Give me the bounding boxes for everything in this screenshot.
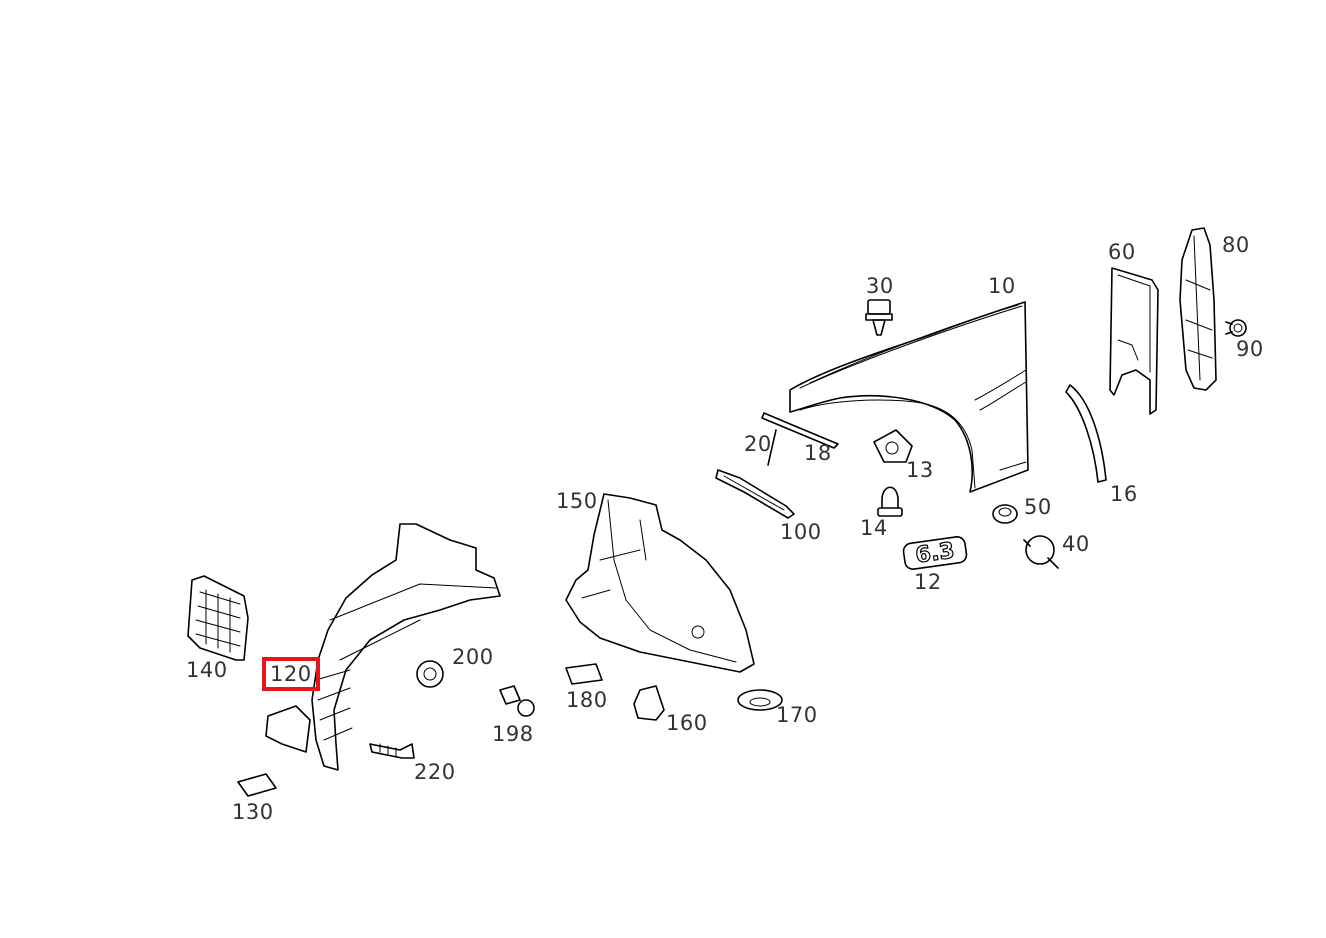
clip-part-130[interactable] [237, 773, 277, 797]
arch-trim-part-16[interactable] [1065, 384, 1107, 483]
callout-30[interactable]: 30 [866, 274, 894, 298]
callout-170[interactable]: 170 [776, 703, 818, 727]
callout-60[interactable]: 60 [1108, 240, 1136, 264]
grommet-part-50[interactable] [992, 504, 1018, 524]
liner-part-150[interactable] [565, 493, 755, 673]
emblem-text: 6.3 [914, 538, 956, 568]
clip-part-180[interactable] [565, 663, 603, 685]
strip-part-18[interactable] [761, 412, 839, 449]
callout-180[interactable]: 180 [566, 688, 608, 712]
fender-part-10[interactable] [789, 301, 1029, 493]
callout-200[interactable]: 200 [452, 645, 494, 669]
emblem-part-12[interactable]: 6.3 [902, 536, 968, 570]
callout-10[interactable]: 10 [988, 274, 1016, 298]
stud-bolt-part-40[interactable] [1023, 535, 1059, 569]
rivet-part-220[interactable] [369, 743, 415, 759]
seal-part-100[interactable] [715, 469, 795, 519]
callout-120[interactable]: 120 [262, 657, 320, 691]
cap-part-170[interactable] [737, 689, 783, 711]
callout-100[interactable]: 100 [780, 520, 822, 544]
callout-198[interactable]: 198 [492, 722, 534, 746]
panel-part-60[interactable] [1109, 267, 1159, 415]
callout-80[interactable]: 80 [1222, 233, 1250, 257]
callout-16[interactable]: 16 [1110, 482, 1138, 506]
callout-12[interactable]: 12 [914, 570, 942, 594]
bolt-part-30[interactable] [865, 299, 893, 336]
callout-90[interactable]: 90 [1236, 337, 1264, 361]
callout-150[interactable]: 150 [556, 489, 598, 513]
push-pin-part-14[interactable] [877, 486, 903, 517]
callout-130[interactable]: 130 [232, 800, 274, 824]
grille-part-140[interactable] [187, 575, 249, 661]
callout-18[interactable]: 18 [804, 441, 832, 465]
callout-140[interactable]: 140 [186, 658, 228, 682]
clip-part-90[interactable] [1225, 319, 1247, 337]
clip-part-160[interactable] [633, 685, 665, 721]
callout-220[interactable]: 220 [414, 760, 456, 784]
callout-50[interactable]: 50 [1024, 495, 1052, 519]
strip-part-80[interactable] [1179, 227, 1217, 391]
callout-40[interactable]: 40 [1062, 532, 1090, 556]
screw-part-198[interactable] [499, 685, 535, 717]
callout-14[interactable]: 14 [860, 516, 888, 540]
strip-part-20[interactable] [767, 429, 777, 466]
liner-part-120[interactable] [265, 523, 501, 771]
clip-nut-part-13[interactable] [873, 429, 913, 463]
cap-part-200[interactable] [416, 660, 444, 688]
callout-13[interactable]: 13 [906, 458, 934, 482]
callout-160[interactable]: 160 [666, 711, 708, 735]
callout-20[interactable]: 20 [744, 432, 772, 456]
